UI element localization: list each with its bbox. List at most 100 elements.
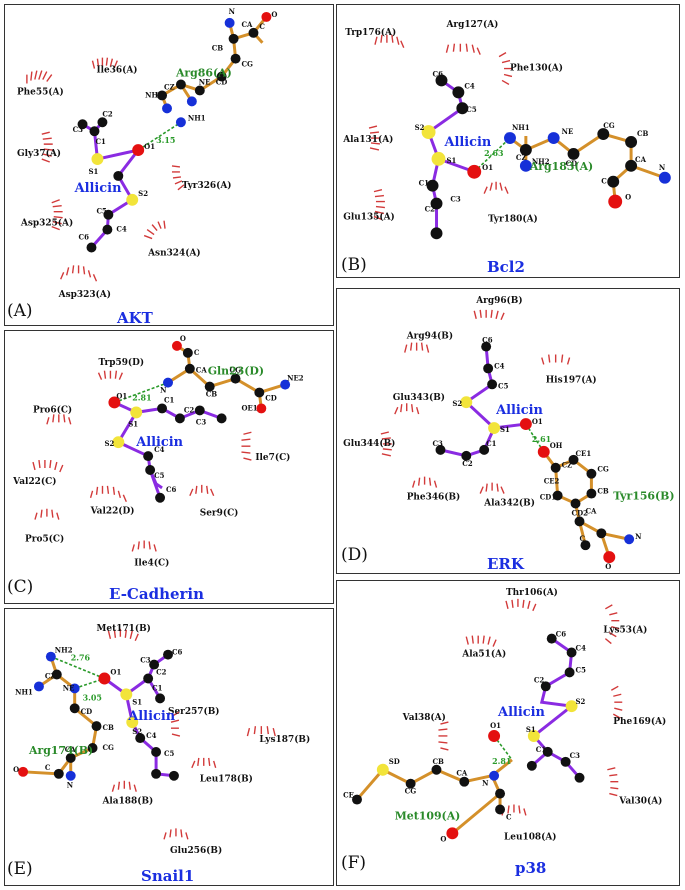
atom-label: C3 xyxy=(450,195,461,204)
erk-atoms xyxy=(435,341,635,564)
e-cadherin-interaction-diagram: O1 S1 C1 C2 C3 S2 C4 C5 C6 O C CA N CB C… xyxy=(12,334,304,568)
atom-carbon xyxy=(567,147,580,160)
hbond-distance-label: 2.81 xyxy=(132,393,151,402)
residue-label-pro5: Pro5(C) xyxy=(25,533,64,544)
atom-oxygen xyxy=(261,11,272,22)
atom-oxygen xyxy=(256,403,267,414)
residue-label-phe55: Phe55(A) xyxy=(17,86,64,97)
cadherin-ligand-bonds xyxy=(113,401,223,499)
atom-label: NE xyxy=(562,127,574,136)
atom-sulfur xyxy=(126,193,139,206)
atom-carbon xyxy=(194,405,205,416)
atom-label: CG xyxy=(242,60,254,69)
atom-carbon xyxy=(586,468,597,479)
atom-carbon xyxy=(157,90,168,101)
atom-label: C6 xyxy=(172,648,183,657)
atom-carbon xyxy=(596,528,607,539)
atom-nitrogen xyxy=(163,377,173,388)
residue-label-asp325: Asp325(A) xyxy=(20,218,73,229)
atom-carbon xyxy=(254,387,265,398)
atom-carbon xyxy=(51,669,62,680)
atom-nitrogen xyxy=(162,103,172,114)
residue-label-glu256: Glu256(B) xyxy=(170,845,222,856)
panel-title: ERK xyxy=(487,555,524,573)
atom-carbon xyxy=(526,760,537,771)
atom-oxygen xyxy=(603,551,616,564)
atom-nitrogen xyxy=(186,96,197,107)
atom-nitrogen xyxy=(519,159,532,172)
atom-oxygen xyxy=(446,827,459,840)
atom-sulfur xyxy=(130,406,143,419)
atom-carbon xyxy=(53,768,64,779)
atom-carbon xyxy=(625,136,638,148)
atom-oxygen xyxy=(171,340,182,351)
p38-interaction-diagram: C6 C4 C5 C2 S2 O1 S1 C1 C3 CE SD CG CB C… xyxy=(343,587,666,843)
atom-label: S2 xyxy=(576,697,586,706)
panel-akt: C3 C2 C1 O1 S1 S2 C5 C4 C6 NH2 CZ NE NH1… xyxy=(4,4,334,327)
atom-carbon xyxy=(91,721,102,732)
atom-oxygen xyxy=(108,396,121,409)
atom-label: C6 xyxy=(433,69,444,78)
hydrophobic-contact-lys187 xyxy=(246,726,276,737)
atom-label: C5 xyxy=(466,105,477,114)
atom-label: CD xyxy=(216,78,228,87)
atom-label: O1 xyxy=(532,417,543,426)
atom-label: C1 xyxy=(419,179,430,188)
atom-label: C3 xyxy=(73,125,84,134)
atom-carbon xyxy=(625,159,638,172)
atom-label: O xyxy=(605,562,611,571)
hbond-line xyxy=(137,121,182,151)
residue-label-ala131: Ala131(A) xyxy=(342,134,393,145)
hydrophobic-contact-asn324 xyxy=(143,220,166,240)
panel-title: p38 xyxy=(515,859,547,877)
residue-label-arg94: Arg94(B) xyxy=(406,331,453,342)
residue-label-asp323: Asp323(A) xyxy=(58,289,111,300)
atom-carbon xyxy=(216,413,227,424)
atom-label: S2 xyxy=(415,123,425,132)
atom-carbon xyxy=(570,498,581,509)
atom-label: C xyxy=(506,812,512,821)
hbond-residue-label: Arg86(A) xyxy=(175,67,232,80)
atom-carbon xyxy=(184,363,195,374)
hbond-residue-label: Arg183(A) xyxy=(529,160,593,173)
atom-nitrogen xyxy=(624,534,635,545)
atom-label: C2 xyxy=(462,459,473,468)
atom-label: C6 xyxy=(79,233,90,242)
atom-label: CA xyxy=(196,366,208,375)
residue-label-leu178: Leu178(B) xyxy=(200,774,253,785)
atom-carbon xyxy=(157,403,168,414)
atom-label: CG xyxy=(603,121,615,130)
residue-label-val22c: Val22(C) xyxy=(12,476,56,487)
atom-label: CA xyxy=(456,769,468,778)
residue-label-leu108: Leu108(A) xyxy=(504,831,557,842)
atom-nitrogen xyxy=(175,117,186,128)
atom-carbon xyxy=(452,86,465,99)
atom-label: N xyxy=(229,7,236,16)
atom-label: C3 xyxy=(196,417,207,426)
hydrophobic-contact-tyr180 xyxy=(483,181,509,194)
atom-label: S2 xyxy=(452,399,462,408)
atom-label: C1 xyxy=(164,395,175,404)
atom-sulfur xyxy=(112,436,125,449)
atom-label: CG xyxy=(102,743,114,752)
erk-interaction-diagram: C6 C4 C5 S2 S1 O1 C1 C2 C3 OH CZ CE1 CE2… xyxy=(343,295,674,571)
atom-label: CG xyxy=(597,465,609,474)
hydrophobic-contact-glu135 xyxy=(373,188,385,221)
atom-label: C xyxy=(194,348,200,357)
atom-carbon xyxy=(568,454,579,465)
atom-sulfur xyxy=(126,716,139,729)
atom-label: NH1 xyxy=(188,113,206,122)
hbond-distance-label: 3.15 xyxy=(156,136,175,145)
atom-label: O xyxy=(180,334,186,343)
atom-label: S1 xyxy=(132,697,142,706)
hydrophobic-contact-asp325 xyxy=(51,199,63,231)
atom-label: C2 xyxy=(102,109,113,118)
atom-carbon xyxy=(182,347,193,358)
residue-label-glu135: Glu135(A) xyxy=(343,211,395,222)
atom-carbon xyxy=(459,776,470,787)
atom-carbon xyxy=(204,381,215,392)
atom-label: C6 xyxy=(482,336,493,345)
atom-label: C6 xyxy=(166,485,177,494)
atom-label: C xyxy=(579,534,585,543)
atom-label: NH1 xyxy=(512,123,530,132)
